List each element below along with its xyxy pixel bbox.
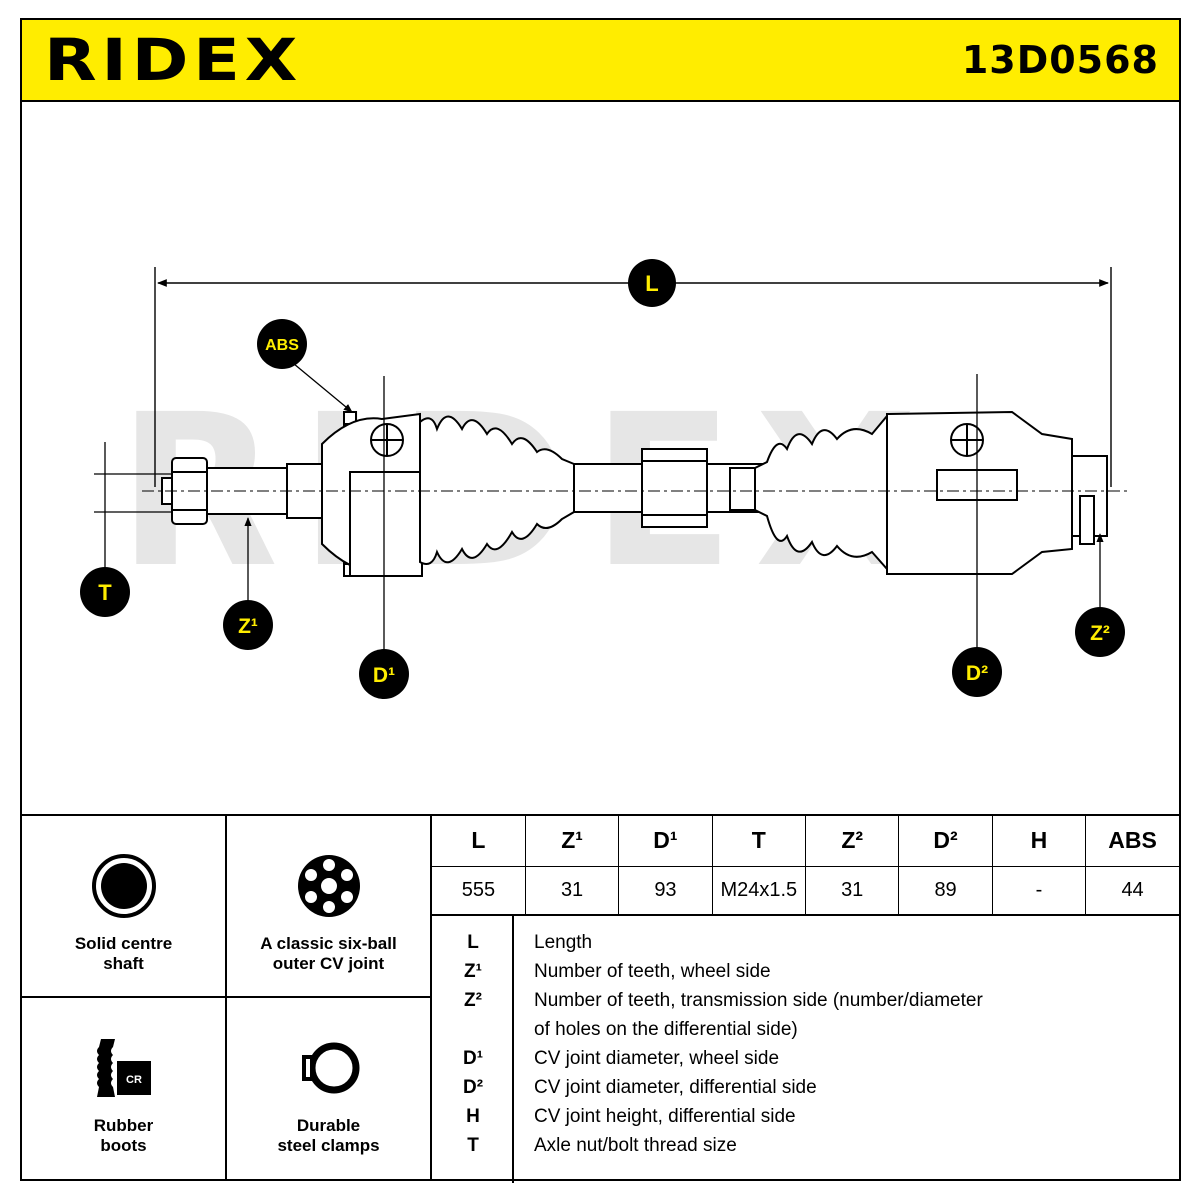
steel-clamp-icon [289, 1028, 369, 1108]
centre-shaft [561, 448, 763, 528]
spec-value-cell: 555 [432, 865, 526, 915]
legend-key: T [467, 1135, 479, 1156]
callout-L: L [628, 259, 676, 307]
legend-desc: of holes on the differential side) [534, 1019, 798, 1040]
callout-Z2: Z² [1075, 607, 1125, 657]
feature-label: Durable steel clamps [277, 1116, 380, 1155]
legend-key: H [466, 1106, 480, 1127]
spec-header-cell: H [991, 816, 1087, 867]
callout-T: T [80, 567, 130, 617]
wheel-side-boot [419, 415, 575, 565]
spec-value-cell: - [991, 865, 1087, 915]
legend-desc: Number of teeth, wheel side [534, 961, 771, 982]
callout-D2: D² [952, 647, 1002, 697]
drive-shaft-drawing: RIDEX [22, 104, 1179, 814]
spec-header-cell: Z¹ [524, 816, 620, 867]
drive-shaft-svg: RIDEX [80, 259, 1127, 699]
rubber-boot-cr-icon: CR [84, 1028, 164, 1108]
feature-label: Rubber boots [93, 1116, 154, 1155]
spec-header-cell: T [711, 816, 807, 867]
legend-key: D² [462, 1077, 484, 1098]
spec-value-cell: 44 [1085, 865, 1179, 915]
outer-cv-joint [321, 411, 423, 577]
feature-solid-shaft: Solid centre shaft [22, 816, 227, 998]
spec-value-row: 555 31 93 M24x1.5 31 89 - 44 [432, 865, 1179, 915]
legend-desc: CV joint height, differential side [534, 1106, 796, 1127]
feature-grid: Solid centre shaft A classic six-ball ou… [22, 816, 432, 1181]
spec-header-cell: D² [898, 816, 993, 867]
callout-D1: D¹ [359, 649, 409, 699]
callout-ABS: ABS [257, 319, 307, 369]
callout-Z1: Z¹ [223, 600, 273, 650]
callout-L-label: L [645, 271, 658, 296]
spec-header-cell: L [432, 816, 526, 867]
brand-logo: RIDEX [44, 28, 297, 92]
brand-logo-text: RIDEX [44, 26, 303, 94]
legend-desc: Axle nut/bolt thread size [534, 1135, 737, 1156]
legend-key: Z¹ [464, 961, 482, 982]
spec-header-cell: Z² [804, 816, 900, 867]
legend-desc: Length [534, 932, 593, 953]
callout-Z2-label: Z² [1090, 622, 1110, 645]
product-sheet: RIDEX 13D0568 RIDEX [20, 18, 1181, 1183]
spec-value-cell: 31 [524, 865, 620, 915]
legend-key: Z² [464, 990, 482, 1011]
spec-value-cell: 93 [618, 865, 713, 915]
feature-six-ball-joint: A classic six-ball outer CV joint [227, 816, 432, 998]
legend-key-column [432, 916, 514, 1183]
legend-desc: CV joint diameter, differential side [534, 1077, 817, 1098]
spec-table: L Z¹ D¹ T Z² D² H ABS 555 31 93 M24x1.5 … [432, 816, 1179, 916]
cr-badge-text: CR [126, 1074, 142, 1086]
callout-Z1-label: Z¹ [238, 615, 258, 638]
callout-D2-label: D² [966, 662, 988, 685]
legend-desc: Number of teeth, transmission side (numb… [534, 990, 983, 1011]
callout-T-label: T [98, 580, 112, 605]
feature-label: Solid centre shaft [74, 934, 173, 973]
part-number: 13D0568 [961, 38, 1159, 82]
spec-value-cell: 89 [898, 865, 993, 915]
callout-D1-label: D¹ [373, 664, 395, 687]
legend-key: D¹ [462, 1048, 484, 1069]
legend-desc: CV joint diameter, wheel side [534, 1048, 780, 1069]
legend-key: L [467, 932, 479, 953]
feature-steel-clamps: Durable steel clamps [227, 998, 432, 1180]
info-panel: Solid centre shaft A classic six-ball ou… [22, 814, 1179, 1183]
solid-shaft-icon [84, 846, 164, 926]
feature-rubber-boots: CR Rubber boots [22, 998, 227, 1180]
leader-lines [94, 353, 1104, 672]
callout-ABS-label: ABS [265, 337, 299, 354]
inner-cv-joint [886, 410, 1108, 575]
spec-value-cell: 31 [804, 865, 900, 915]
header-bar: RIDEX 13D0568 [22, 20, 1179, 102]
spec-header-row: L Z¹ D¹ T Z² D² H ABS [432, 816, 1179, 867]
spec-header-cell: ABS [1085, 816, 1179, 867]
spec-header-cell: D¹ [618, 816, 713, 867]
six-ball-joint-icon [289, 846, 369, 926]
feature-label: A classic six-ball outer CV joint [260, 934, 397, 973]
spec-value-cell: M24x1.5 [711, 865, 807, 915]
legend: L Length Z¹ Number of teeth, wheel side … [432, 914, 1179, 1183]
